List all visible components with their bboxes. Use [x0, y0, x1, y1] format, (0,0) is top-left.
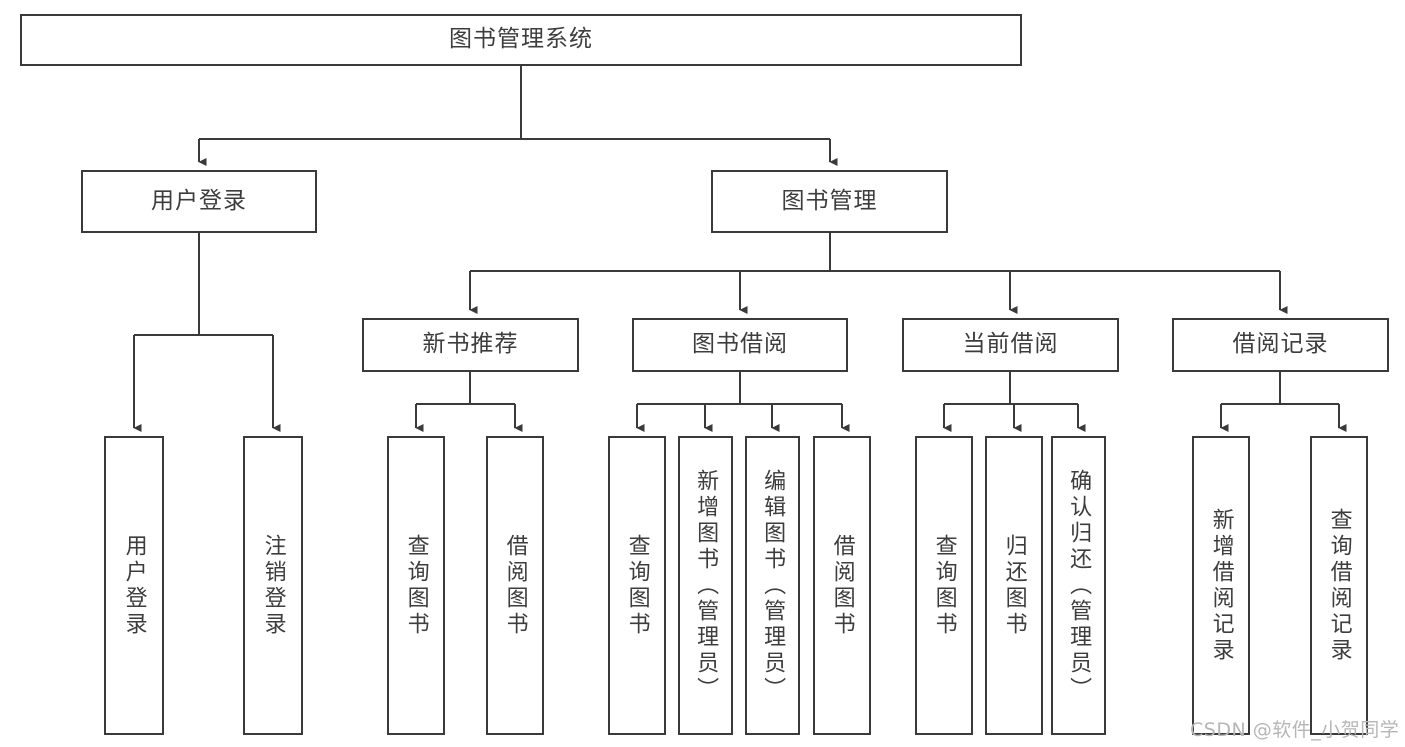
node-leaf-user-login[interactable]: 用户登录 — [104, 436, 164, 735]
node-current-borrow-label: 当前借阅 — [962, 331, 1059, 358]
node-leaf-cur-query-book-label: 查询图书 — [931, 533, 957, 638]
node-current-borrow[interactable]: 当前借阅 — [902, 318, 1119, 372]
node-leaf-borrow-book[interactable]: 借阅图书 — [813, 436, 871, 735]
node-leaf-add-borrow-record-label: 新增借阅记录 — [1208, 507, 1234, 664]
csdn-watermark: CSDN @软件_小贺同学 — [1190, 719, 1400, 741]
node-borrow-record[interactable]: 借阅记录 — [1172, 318, 1389, 372]
node-leaf-borrow-book-label: 借阅图书 — [829, 533, 855, 638]
node-leaf-rec-query-book[interactable]: 查询图书 — [387, 436, 445, 735]
node-leaf-confirm-return-admin-label: 确认归还（管理员） — [1066, 468, 1092, 703]
node-book-manage-label: 图书管理 — [781, 187, 878, 214]
node-user-login-label: 用户登录 — [151, 187, 247, 214]
node-leaf-query-borrow-record[interactable]: 查询借阅记录 — [1310, 436, 1368, 735]
node-leaf-rec-borrow-book-label: 借阅图书 — [502, 533, 528, 638]
node-leaf-query-borrow-record-label: 查询借阅记录 — [1326, 507, 1352, 664]
node-book-borrow[interactable]: 图书借阅 — [632, 318, 848, 372]
node-leaf-return-book[interactable]: 归还图书 — [985, 436, 1043, 735]
node-new-book-rec[interactable]: 新书推荐 — [362, 318, 579, 372]
node-leaf-user-logout[interactable]: 注销登录 — [243, 436, 303, 735]
node-book-manage[interactable]: 图书管理 — [711, 170, 948, 233]
node-leaf-rec-query-book-label: 查询图书 — [403, 533, 429, 638]
node-leaf-return-book-label: 归还图书 — [1001, 533, 1027, 638]
node-leaf-confirm-return-admin[interactable]: 确认归还（管理员） — [1051, 436, 1106, 735]
node-leaf-edit-book-admin[interactable]: 编辑图书（管理员） — [745, 436, 800, 735]
node-root-label: 图书管理系统 — [449, 26, 593, 53]
node-leaf-edit-book-admin-label: 编辑图书（管理员） — [760, 468, 786, 703]
node-root-system[interactable]: 图书管理系统 — [20, 14, 1022, 66]
node-leaf-borrow-query-book[interactable]: 查询图书 — [608, 436, 666, 735]
node-leaf-borrow-query-book-label: 查询图书 — [624, 533, 650, 638]
node-leaf-add-book-admin-label: 新增图书（管理员） — [693, 468, 719, 703]
node-leaf-add-book-admin[interactable]: 新增图书（管理员） — [678, 436, 733, 735]
node-book-borrow-label: 图书借阅 — [692, 331, 788, 358]
node-leaf-cur-query-book[interactable]: 查询图书 — [915, 436, 973, 735]
node-user-login[interactable]: 用户登录 — [81, 170, 317, 233]
node-leaf-rec-borrow-book[interactable]: 借阅图书 — [486, 436, 544, 735]
node-leaf-add-borrow-record[interactable]: 新增借阅记录 — [1192, 436, 1250, 735]
node-borrow-record-label: 借阅记录 — [1232, 331, 1329, 358]
node-new-book-rec-label: 新书推荐 — [422, 331, 519, 358]
node-leaf-user-logout-label: 注销登录 — [260, 533, 286, 638]
node-leaf-user-login-label: 用户登录 — [121, 533, 147, 638]
